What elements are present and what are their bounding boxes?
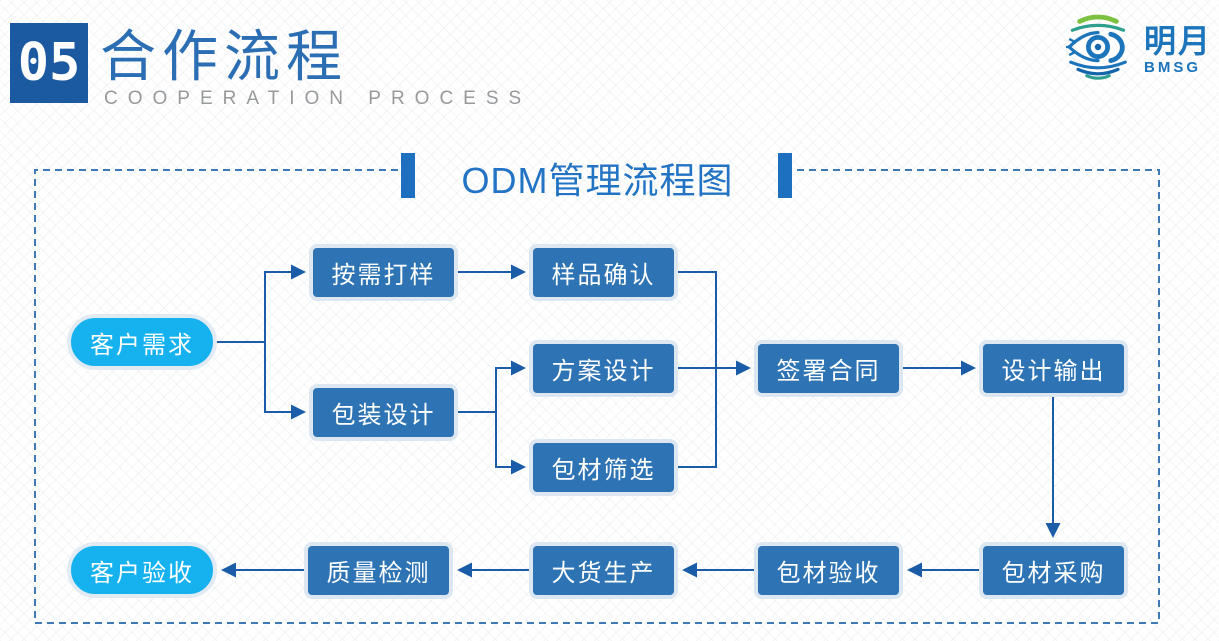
flow-node-solution-design: 方案设计 — [529, 340, 678, 397]
flow-node-material-procurement: 包材采购 — [979, 542, 1128, 599]
logo-company-abbr: BMSG — [1144, 58, 1201, 76]
flow-node-sample-confirmation: 样品确认 — [529, 244, 678, 301]
company-logo: 明月 BMSG — [1058, 10, 1212, 89]
flow-node-customer-demand: 客户需求 — [67, 314, 217, 370]
page-subtitle: COOPERATION PROCESS — [104, 88, 532, 109]
flow-node-mass-production: 大货生产 — [529, 542, 678, 599]
flow-node-sample-on-demand: 按需打样 — [309, 244, 458, 301]
flow-node-packaging-design: 包装设计 — [309, 384, 458, 441]
flow-node-quality-inspection: 质量检测 — [304, 542, 453, 599]
section-number: 05 — [17, 33, 81, 93]
title-left-bar — [401, 153, 415, 198]
flow-node-material-acceptance: 包材验收 — [754, 542, 903, 599]
diagram-title: ODM管理流程图 — [461, 160, 734, 201]
section-number-badge: 05 — [10, 23, 88, 103]
logo-company-name: 明月 — [1144, 22, 1213, 59]
flow-node-customer-acceptance: 客户验收 — [67, 542, 217, 598]
moon-eye-logo-icon — [1058, 10, 1138, 89]
flow-node-material-screening: 包材筛选 — [529, 439, 678, 496]
title-right-bar — [778, 153, 792, 198]
page-title: 合作流程 — [100, 25, 348, 90]
logo-text: 明月 BMSG — [1144, 25, 1212, 75]
flow-node-contract-signing: 签署合同 — [754, 340, 903, 397]
flow-node-design-output: 设计输出 — [979, 340, 1128, 397]
